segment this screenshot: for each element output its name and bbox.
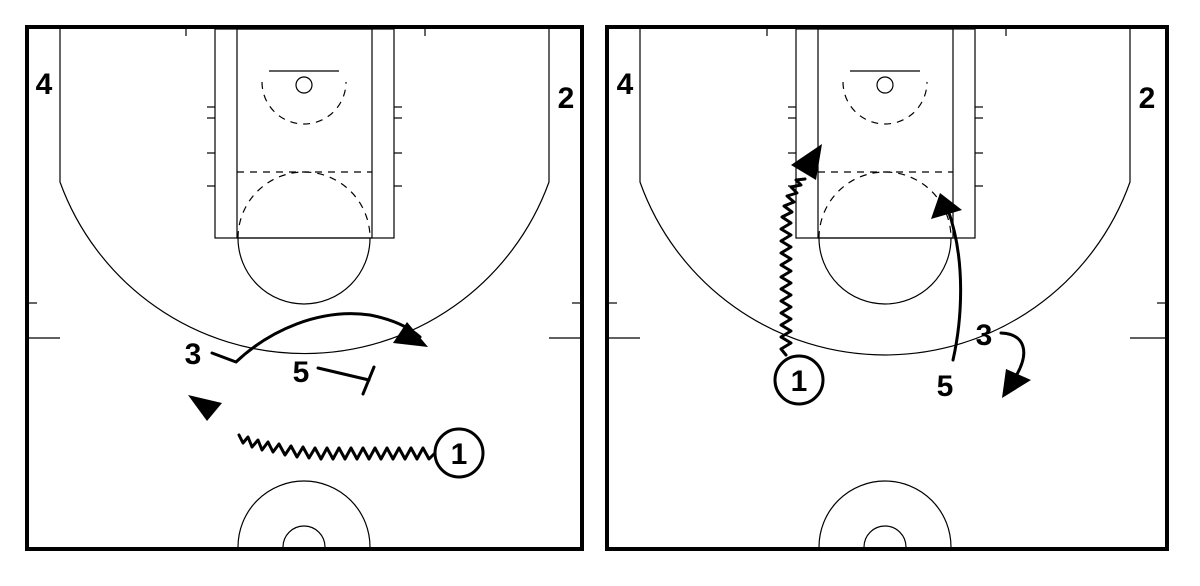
court-1-lane-outer bbox=[214, 28, 395, 239]
player-5-label-2: 5 bbox=[937, 370, 954, 403]
player-3-label: 3 bbox=[185, 338, 202, 371]
court-2-three-point-line bbox=[639, 29, 1131, 356]
court-2-restricted-area bbox=[842, 81, 928, 125]
player-4-label: 4 bbox=[36, 68, 53, 101]
player-5-roll-path bbox=[946, 208, 963, 362]
court-2: 4 2 3 5 1 bbox=[605, 25, 1169, 551]
court-2-border bbox=[605, 25, 1169, 551]
player-4-label-2: 4 bbox=[617, 68, 634, 101]
court-1-lane-inner bbox=[236, 28, 373, 239]
player-1-label: 1 bbox=[451, 438, 468, 471]
court-1-ft-circle-lower bbox=[237, 237, 371, 305]
player-1-arrowhead-2 bbox=[791, 144, 822, 180]
player-2-label-2: 2 bbox=[1139, 82, 1156, 115]
court-1-rim bbox=[295, 76, 313, 94]
player-1-ball-circle bbox=[433, 427, 485, 479]
court-1-center-circle bbox=[237, 480, 371, 548]
player-3-arrowhead-2 bbox=[1002, 369, 1031, 398]
player-3-cut-path bbox=[210, 312, 422, 364]
player-5-screen-bar bbox=[361, 365, 376, 396]
court-1-center-circle-inner bbox=[282, 525, 326, 548]
player-1-label-2: 1 bbox=[791, 365, 808, 398]
court-1-lane-hashes bbox=[185, 29, 426, 187]
court-1-ft-circle-upper bbox=[237, 171, 371, 239]
player-1-dribble-path-2 bbox=[779, 177, 807, 357]
player-3-label-2: 3 bbox=[976, 319, 993, 352]
player-1-dribble-path bbox=[237, 433, 437, 461]
player-5-screen-path bbox=[316, 366, 371, 382]
court-2-center-circle-inner bbox=[863, 525, 907, 548]
player-1-arrowhead bbox=[188, 395, 222, 421]
court-2-lane-hashes bbox=[766, 29, 1007, 187]
player-5-label: 5 bbox=[293, 356, 310, 389]
court-1-border bbox=[25, 25, 584, 551]
court-1-three-point-line bbox=[59, 29, 550, 355]
court-2-ft-circle-lower bbox=[818, 237, 952, 305]
player-3-arrowhead bbox=[393, 322, 428, 347]
court-1-restricted-area bbox=[261, 81, 347, 125]
court-2-lane-inner bbox=[817, 28, 954, 239]
court-1: 4 2 3 5 1 bbox=[25, 25, 584, 551]
court-2-rim bbox=[876, 76, 894, 94]
court-2-center-circle bbox=[818, 480, 952, 548]
court-2-ft-circle-upper bbox=[818, 171, 952, 239]
player-2-label: 2 bbox=[558, 82, 575, 115]
player-1-ball-circle-2 bbox=[773, 354, 825, 406]
player-3-fade-path bbox=[999, 331, 1026, 378]
player-5-arrowhead bbox=[931, 193, 962, 219]
